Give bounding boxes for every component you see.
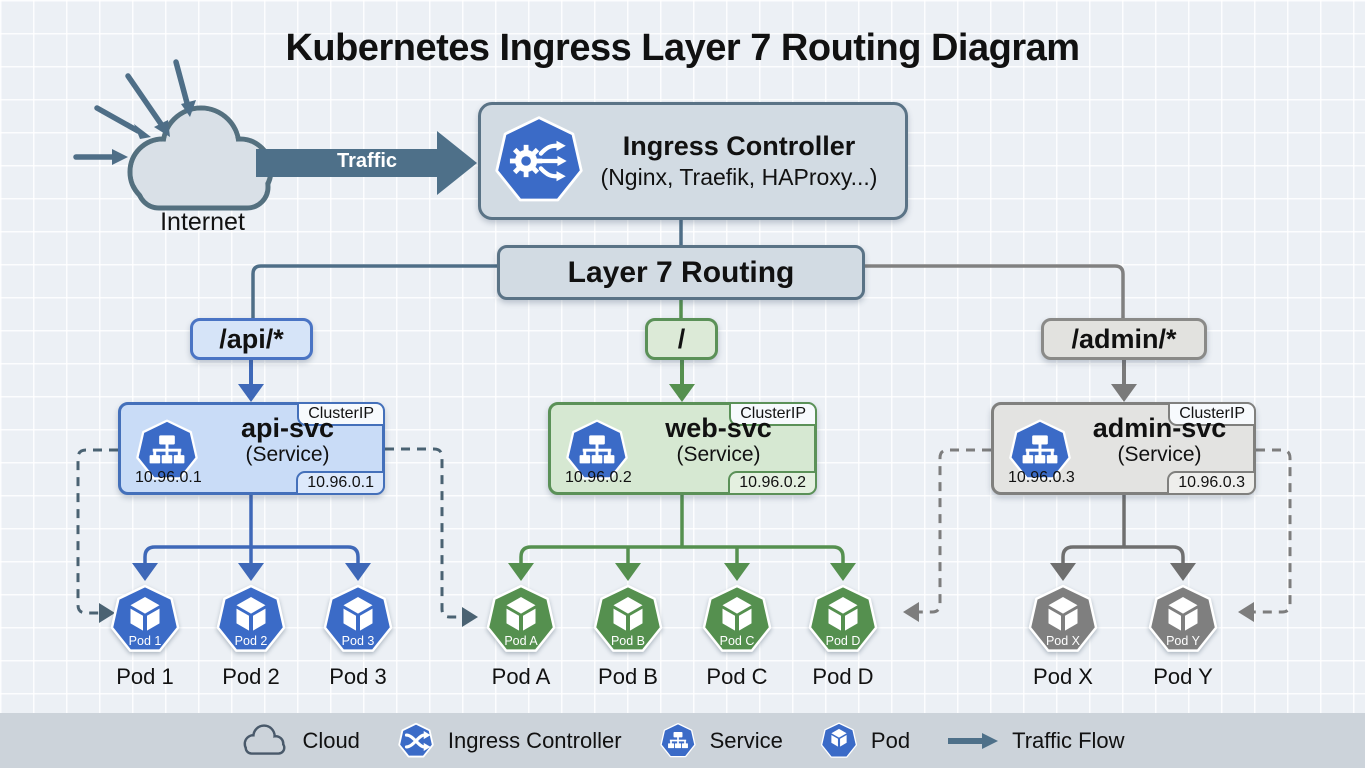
pod-node: Pod A Pod A: [466, 582, 576, 690]
clusterip-badge: ClusterIP: [1168, 402, 1256, 426]
pod-icon: Pod 2: [216, 584, 286, 652]
cloud-icon: [127, 105, 274, 211]
svg-text:Pod X: Pod X: [1046, 634, 1081, 648]
pod-icon: [820, 721, 858, 758]
internet-label: Internet: [160, 208, 245, 236]
service-box-api-svc: ClusterIP api-svc (Service) 10.96.0.1 10…: [118, 402, 385, 495]
pod-icon: Pod A: [486, 584, 556, 652]
legend-item-ingress-controller: Ingress Controller: [396, 721, 622, 761]
page-title: Kubernetes Ingress Layer 7 Routing Diagr…: [285, 27, 1080, 69]
ingress-controller-box: Ingress Controller (Nginx, Traefik, HAPr…: [478, 102, 908, 220]
service-kind: (Service): [676, 443, 761, 466]
pod-label: Pod D: [812, 664, 874, 689]
ingress-controller-title: Ingress Controller: [622, 131, 856, 161]
clusterip-badge: ClusterIP: [729, 402, 817, 426]
service-kind: (Service): [245, 443, 330, 466]
svg-text:Pod A: Pod A: [504, 634, 538, 648]
ingress-controller-icon: [397, 721, 435, 758]
pod-icon: Pod 1: [110, 584, 180, 652]
pod-label: Pod 1: [116, 664, 174, 689]
svg-text:Pod 2: Pod 2: [235, 634, 268, 648]
pod-label: Pod B: [598, 664, 658, 689]
service-name: admin-svc: [1092, 413, 1227, 443]
service-ip-badge: 10.96.0.2: [728, 471, 817, 495]
legend-label: Ingress Controller: [447, 727, 622, 753]
service-name: api-svc: [240, 413, 335, 443]
svg-text:Pod Y: Pod Y: [1166, 634, 1200, 648]
svg-text:Pod 1: Pod 1: [129, 634, 162, 648]
route-root-label: /: [677, 323, 686, 354]
legend-item-pod: Pod: [819, 721, 910, 761]
pod-icon: Pod B: [593, 584, 663, 652]
pod-label: Pod C: [706, 664, 768, 689]
pod-node: Pod 3 Pod 3: [303, 582, 413, 690]
pod-node: Pod 1 Pod 1: [90, 582, 200, 690]
route-api-box: /api/*: [190, 318, 313, 360]
pod-label: Pod A: [491, 664, 551, 689]
dashed-endpoint-arrowheads: [99, 602, 1254, 627]
pod-label: Pod 2: [222, 664, 280, 689]
route-to-service-arrows: [238, 360, 1137, 402]
pod-icon: Pod C: [702, 584, 772, 652]
service-ip-badge: 10.96.0.3: [1167, 471, 1256, 495]
clusterip-badge: ClusterIP: [297, 402, 385, 426]
legend-label: Service: [709, 727, 783, 753]
cloud-icon: [243, 723, 286, 755]
pod-icon: Pod X: [1028, 584, 1098, 652]
svg-text:Pod 3: Pod 3: [342, 634, 375, 648]
pod-node: Pod D Pod D: [788, 582, 898, 690]
service-name: web-svc: [665, 413, 772, 443]
pod-label: Pod Y: [1153, 664, 1213, 689]
legend-item-traffic-flow: Traffic Flow: [946, 727, 1125, 754]
legend-bar: Cloud Ingress Controller Service Pod Tra…: [0, 713, 1365, 768]
svg-text:Pod C: Pod C: [720, 634, 755, 648]
legend-label: Cloud: [302, 727, 360, 753]
route-api-label: /api/*: [219, 323, 284, 354]
service-ip: 10.96.0.3: [1008, 469, 1075, 486]
service-icon: [659, 722, 696, 757]
pod-label: Pod X: [1033, 664, 1093, 689]
legend-item-service: Service: [658, 721, 783, 761]
traffic-flow-arrow-icon: [948, 732, 999, 749]
pod-node: Pod B Pod B: [573, 582, 683, 690]
pod-node: Pod Y Pod Y: [1128, 582, 1238, 690]
layer7-routing-label: Layer 7 Routing: [567, 255, 795, 289]
pod-label: Pod 3: [329, 664, 387, 689]
route-admin-label: /admin/*: [1071, 323, 1177, 354]
pod-icon: Pod 3: [323, 584, 393, 652]
ingress-controller-subtitle: (Nginx, Traefik, HAProxy...): [600, 164, 878, 190]
service-ip-badge: 10.96.0.1: [296, 471, 385, 495]
traffic-arrow: [256, 131, 477, 195]
service-kind: (Service): [1117, 443, 1202, 466]
legend-label: Pod: [870, 727, 911, 753]
service-ip: 10.96.0.2: [565, 469, 632, 486]
service-box-web-svc: ClusterIP web-svc (Service) 10.96.0.2 10…: [548, 402, 817, 495]
legend-label: Traffic Flow: [1012, 727, 1125, 753]
pod-icon: Pod Y: [1148, 584, 1218, 652]
ingress-controller-icon: [491, 113, 587, 209]
service-ip: 10.96.0.1: [135, 469, 202, 486]
legend-item-cloud: Cloud: [240, 723, 360, 759]
pod-node: Pod C Pod C: [682, 582, 792, 690]
pod-icon: Pod D: [808, 584, 878, 652]
layer7-routing-box: Layer 7 Routing: [497, 245, 865, 300]
svg-text:Pod D: Pod D: [826, 634, 861, 648]
route-root-box: /: [645, 318, 718, 360]
traffic-arrow-label: Traffic: [336, 150, 398, 172]
pod-node: Pod 2 Pod 2: [196, 582, 306, 690]
service-box-admin-svc: ClusterIP admin-svc (Service) 10.96.0.3 …: [991, 402, 1256, 495]
service-to-pod-lines: [132, 495, 1196, 581]
route-admin-box: /admin/*: [1041, 318, 1207, 360]
pod-node: Pod X Pod X: [1008, 582, 1118, 690]
dashed-endpoint-lines: [76, 447, 1292, 619]
incoming-traffic-arrows: [73, 59, 196, 165]
svg-text:Pod B: Pod B: [611, 634, 645, 648]
route-branch-lines: [251, 264, 1125, 318]
